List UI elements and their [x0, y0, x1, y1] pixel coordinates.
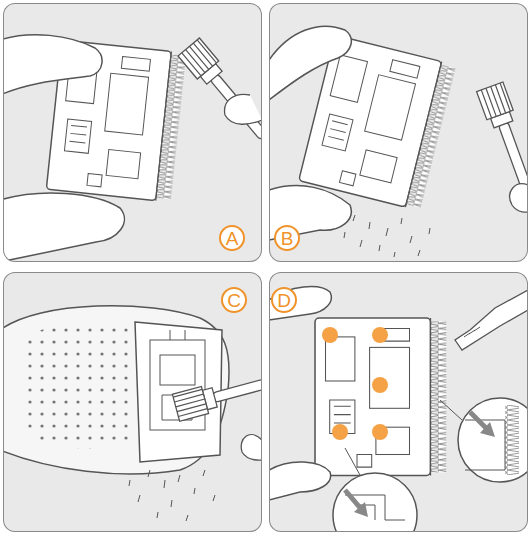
panel-letter: A: [219, 225, 245, 251]
panel-letter-text: A: [226, 229, 239, 248]
panel-a: [3, 3, 262, 262]
panel-letter: B: [274, 225, 300, 251]
panel-b: [269, 3, 528, 262]
panel-letter-text: C: [227, 291, 241, 310]
panel-d: [269, 272, 528, 532]
panel-letter-text: B: [281, 229, 294, 248]
panel-letter: D: [271, 287, 297, 313]
panel-c: [3, 272, 262, 532]
panel-letter: C: [221, 287, 247, 313]
panel-letter-text: D: [277, 291, 291, 310]
